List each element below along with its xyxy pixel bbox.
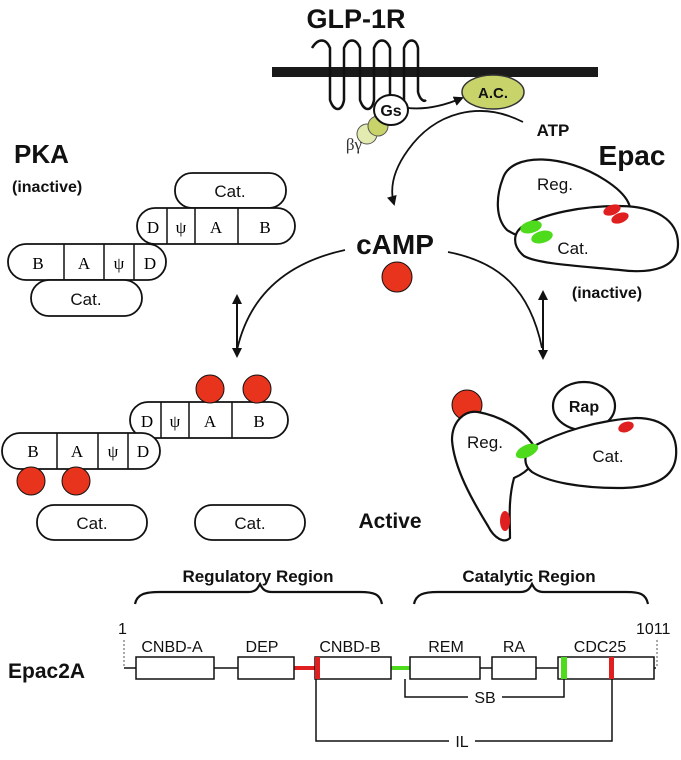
pka-a-domain: A	[71, 442, 84, 461]
sequence-start: 1	[118, 621, 127, 638]
pka-d-domain: D	[137, 442, 149, 461]
epac-active-cat-domain	[524, 416, 678, 490]
pka-state: (inactive)	[12, 179, 82, 196]
il-label-bg	[449, 732, 475, 750]
pka-free-cat-subunit	[36, 504, 148, 541]
epac-title: Epac	[599, 140, 666, 171]
catalytic-region-label: Catalytic Region	[462, 567, 595, 586]
domain-boxes	[135, 656, 655, 680]
red-site	[609, 657, 614, 679]
epac-cat-domain	[514, 204, 680, 273]
camp-to-pka-arrow	[236, 249, 346, 351]
catalytic-region-bracket	[412, 581, 650, 605]
epac-cat-label: Cat.	[592, 447, 623, 466]
il-label: IL	[455, 734, 468, 751]
gpcr-helices	[310, 39, 427, 111]
pka-b-domain: B	[27, 442, 38, 461]
sequence-end: 1011	[636, 621, 671, 638]
pka-psi-domain: ψ	[108, 442, 119, 461]
epac-rap-label: Rap	[569, 399, 599, 416]
domain-box-ra	[491, 656, 537, 680]
adenylyl-cyclase	[461, 74, 525, 110]
domain-label-cnbd-a: CNBD-A	[141, 639, 203, 656]
camp-to-epac-arrow	[447, 251, 543, 349]
hinge-green	[520, 220, 542, 234]
camp-molecule	[381, 261, 413, 293]
gs-to-ac-arrow	[407, 96, 464, 110]
pka-inactive-upper: Cat. D ψ A B	[136, 172, 296, 245]
hinge-green	[531, 230, 553, 244]
pka-cat-label: Cat.	[76, 514, 107, 533]
adenylyl-cyclase-label: A.C.	[478, 85, 508, 102]
pka-a-domain: A	[204, 412, 217, 431]
gs-label: Gs	[380, 103, 401, 120]
pka-inactive-lower: B A ψ D Cat.	[7, 243, 167, 317]
domain-label-rem: REM	[428, 639, 464, 656]
atp-label: ATP	[537, 121, 570, 140]
pka-active-lower: B A ψ D	[1, 432, 161, 496]
sb-label-bg	[468, 688, 502, 706]
pka-cat-label: Cat.	[214, 182, 245, 201]
hinge-green	[515, 443, 539, 459]
pka-b-domain: B	[32, 254, 43, 273]
camp-label: cAMP	[356, 229, 434, 260]
domain-label-ra: RA	[503, 639, 526, 656]
pka-b-domain: B	[253, 412, 264, 431]
domain-label-dep: DEP	[246, 639, 279, 656]
hinge-red	[500, 511, 510, 531]
hinge-red	[603, 204, 621, 216]
red-site	[315, 657, 320, 679]
pka-free-cat-subunit	[194, 504, 306, 541]
domain-box-cdc25	[557, 656, 655, 680]
beta-gamma-label: βγ	[346, 135, 363, 154]
sb-label: SB	[474, 690, 495, 707]
pka-active-upper: D ψ A B	[129, 374, 289, 439]
pka-title: PKA	[14, 139, 69, 169]
camp-molecule	[195, 374, 225, 404]
hinge-red	[611, 212, 629, 224]
pka-a-domain: A	[78, 254, 91, 273]
camp-molecule	[16, 466, 46, 496]
regulatory-region-bracket	[133, 581, 384, 605]
pka-psi-domain: ψ	[114, 254, 125, 273]
domain-box-dep	[237, 656, 295, 680]
hinge-red	[618, 421, 634, 433]
domain-label-cdc25: CDC25	[574, 639, 627, 656]
domain-label-cnbd-b: CNBD-B	[319, 639, 380, 656]
camp-molecule	[242, 374, 272, 404]
pka-a-domain: A	[210, 218, 223, 237]
domain-box-rem	[409, 656, 481, 680]
pka-d-domain: D	[147, 218, 159, 237]
atp-to-camp-arrow	[386, 110, 524, 206]
pka-psi-domain: ψ	[170, 412, 181, 431]
regulatory-region-label: Regulatory Region	[182, 567, 333, 586]
domain-box-cnbd-b	[314, 656, 392, 680]
epac-reg-label: Reg.	[467, 433, 503, 452]
green-site	[561, 657, 567, 679]
cell-membrane	[272, 67, 598, 77]
gs-protein	[373, 94, 409, 126]
epac-active-reg-domain	[450, 410, 537, 542]
pka-d-domain: D	[141, 412, 153, 431]
protein-name: Epac2A	[8, 660, 85, 683]
pka-regulatory-subunit	[136, 207, 296, 245]
pka-psi-domain: ψ	[176, 218, 187, 237]
epac-state: (inactive)	[572, 285, 642, 302]
il-connector	[315, 679, 613, 742]
camp-molecule	[61, 466, 91, 496]
receptor-label: GLP-1R	[306, 4, 405, 34]
domain-box-cnbd-a	[135, 656, 215, 680]
pka-d-domain: D	[144, 254, 156, 273]
epac-reg-label: Reg.	[537, 175, 573, 194]
pka-cat-label: Cat.	[234, 514, 265, 533]
epac-cat-label: Cat.	[557, 239, 588, 258]
active-label: Active	[358, 510, 421, 533]
pka-cat-subunit	[30, 279, 143, 317]
pka-b-domain: B	[259, 218, 270, 237]
pka-cat-label: Cat.	[70, 290, 101, 309]
